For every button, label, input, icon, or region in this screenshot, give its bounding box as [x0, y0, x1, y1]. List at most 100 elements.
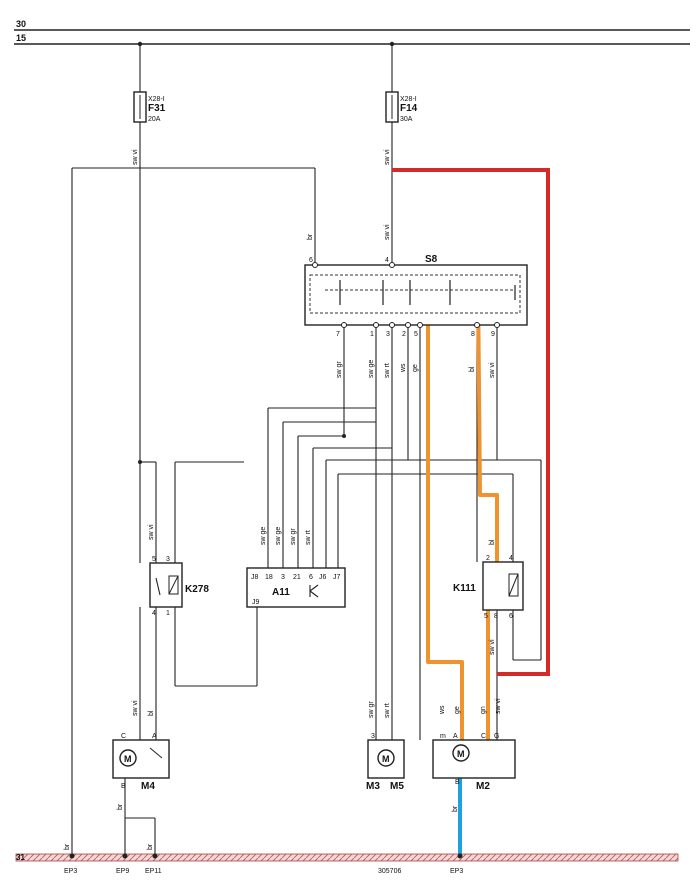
wire-label-f31: sw vi: [132, 149, 139, 165]
rail-31-label: 31: [16, 853, 25, 862]
wire-label-a11-3: sw gr: [290, 528, 297, 545]
m2-motor-symbol: M: [457, 749, 465, 759]
wire-label-a11-j8: sw ge: [260, 527, 267, 545]
wires: [71, 122, 542, 856]
m2-pin-m: m: [440, 733, 446, 740]
relay-k278: 5 3 4 1 K278: [149, 556, 209, 617]
s8-pin-6: 6: [309, 257, 313, 264]
k278-label: K278: [185, 584, 209, 595]
wire-label-f14: sw vi: [384, 149, 391, 165]
m2-label: M2: [476, 781, 490, 792]
m4-motor-symbol: M: [124, 754, 132, 764]
diagram-id: 305706: [378, 868, 401, 875]
k111-pin-5: 5: [484, 613, 488, 620]
m2-pin-g: G: [494, 733, 499, 740]
k111-pin-8: 8: [494, 613, 498, 620]
a11-pin-18: 18: [265, 574, 273, 581]
wire-label-s8-bl: bl: [469, 366, 476, 372]
wire-label-m2-gn: gn: [480, 706, 487, 714]
ground-rail: 31 EP3 EP9 EP11 305706 EP3: [15, 853, 679, 875]
wire-label-m4-vi: sw vi: [132, 700, 139, 716]
wire-label-s8-ge: sw ge: [368, 360, 375, 378]
wire-label-ep3-br: br: [64, 843, 71, 850]
motor-m4: M C A B M4: [112, 733, 170, 792]
k111-pin-2: 2: [486, 555, 490, 562]
s8-pin-8: 8: [471, 331, 475, 338]
a11-label: A11: [272, 587, 290, 598]
k111-pin-6: 6: [509, 613, 513, 620]
wire-label-s8-br: br: [307, 233, 314, 240]
highlight-red-wire: [392, 168, 550, 676]
m2-pin-a: A: [453, 733, 458, 740]
fuse-f14-rating: 30A: [400, 116, 413, 123]
wire-label-s8-rt: sw rt: [384, 363, 391, 378]
fuse-f14-id: F14: [400, 103, 418, 114]
ground-ep9: EP9: [116, 868, 129, 875]
relay-k111: 2 4 5 8 6 K111: [453, 555, 524, 620]
s8-pin-5: 5: [414, 331, 418, 338]
m4-label: M4: [141, 781, 155, 792]
switch-s8: S8 6 4 7 1 3 2 5 8 9: [304, 254, 528, 338]
s8-label: S8: [425, 254, 438, 265]
m3-pin-3: 3: [371, 733, 375, 740]
wire-label-k111-vi: sw vi: [489, 639, 496, 655]
wire-label-m2-vi: sw vi: [495, 698, 502, 714]
wire-label-m2-ge: ge: [454, 706, 461, 714]
motor-m3-m5: M 3 M3 M5: [366, 733, 405, 792]
wire-label-m2-ws: ws: [439, 705, 446, 715]
a11-pin-j7: J7: [333, 574, 341, 581]
ground-ep3-right: EP3: [450, 868, 463, 875]
m2-pin-c: C: [481, 733, 486, 740]
fuse-f14: X28-I F14 30A: [385, 44, 418, 123]
wire-label-s8-gr: sw gr: [336, 361, 343, 378]
a11-pin-j8: J8: [251, 574, 259, 581]
wire-label-m4-bl: bl: [148, 710, 155, 716]
s8-pin-1: 1: [370, 331, 374, 338]
power-rails: 30 15: [14, 19, 690, 47]
wire-label-s8-ge2: ge: [412, 364, 419, 372]
wire-label-k111-bl: bl: [489, 539, 496, 545]
fuse-f31-rating: 20A: [148, 116, 161, 123]
wire-label-k278: sw vi: [148, 524, 155, 540]
m5-label: M5: [390, 781, 404, 792]
fuse-f31-ref: X28-I: [148, 96, 165, 103]
a11-pin-3: 3: [281, 574, 285, 581]
wire-label-a11-18: sw ge: [275, 527, 282, 545]
wire-label-s8-sw: sw vi: [489, 362, 496, 378]
k111-pin-4: 4: [509, 555, 513, 562]
a11-pin-j9: J9: [252, 599, 260, 606]
s8-pin-4: 4: [385, 257, 389, 264]
wire-label-s8-pin4: sw vi: [384, 224, 391, 240]
m4-pin-b: B: [121, 783, 126, 790]
fuse-f14-ref: X28-I: [400, 96, 417, 103]
s8-pin-2: 2: [402, 331, 406, 338]
ground-ep3-left: EP3: [64, 868, 77, 875]
m4-pin-c: C: [121, 733, 126, 740]
s8-pin-9: 9: [491, 331, 495, 338]
wire-labels: sw vi sw vi br sw vi sw gr sw ge sw rt w…: [64, 149, 502, 850]
fuse-f31-id: F31: [148, 103, 166, 114]
k278-pin-3: 3: [166, 556, 170, 563]
s8-pin-3: 3: [386, 331, 390, 338]
wire-label-a11-21: sw rt: [305, 530, 312, 545]
a11-pin-j6: J6: [319, 574, 327, 581]
wire-label-m3-rt: sw rt: [384, 703, 391, 718]
wire-label-m2-br: br: [452, 805, 459, 812]
rail-30-label: 30: [16, 19, 26, 29]
s8-pin-7: 7: [336, 331, 340, 338]
m2-pin-b: B: [455, 779, 460, 786]
highlight-orange-wire: [426, 278, 502, 771]
wire-label-s8-ws: ws: [400, 363, 407, 373]
a11-pin-21: 21: [293, 574, 301, 581]
m3-label: M3: [366, 781, 380, 792]
wire-label-m3-gr: sw gr: [368, 701, 375, 718]
wire-label-ep9-br: br: [117, 803, 124, 810]
module-a11: A11 J8 18 3 21 6 J6 J7 J9: [246, 567, 346, 608]
m3-motor-symbol: M: [382, 754, 390, 764]
motor-m2: M m A C G B M2: [432, 733, 516, 792]
k278-pin-5: 5: [152, 556, 156, 563]
k278-pin-4: 4: [152, 610, 156, 617]
rail-15-label: 15: [16, 33, 26, 43]
k278-pin-1: 1: [166, 610, 170, 617]
